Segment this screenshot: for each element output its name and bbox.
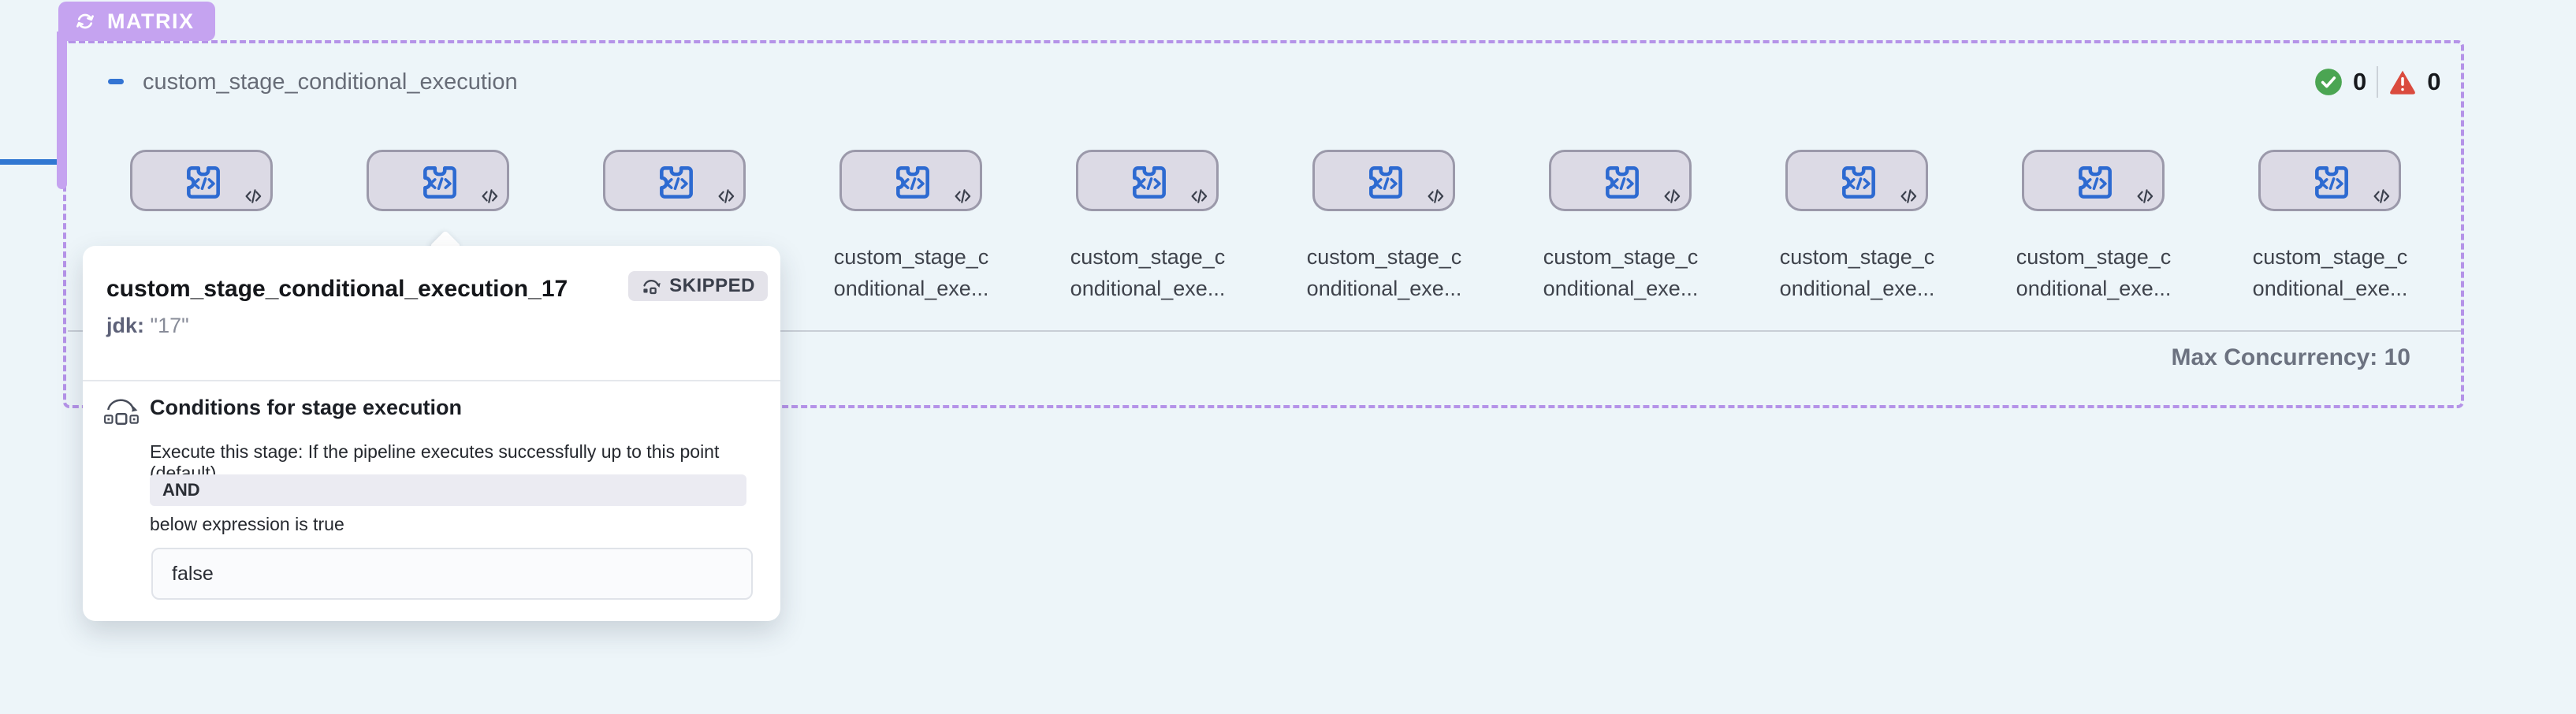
stage-node[interactable] (1549, 150, 1692, 211)
custom-stage-icon (1133, 166, 1166, 199)
code-icon (482, 189, 498, 203)
code-icon (1664, 189, 1681, 203)
matrix-border-highlight (57, 32, 67, 189)
stage-node-label: custom_stage_c onditional_exe... (1306, 245, 1462, 300)
stage-node-label: custom_stage_c onditional_exe... (1779, 245, 1935, 300)
condition-operator-label: AND (162, 480, 200, 500)
jdk-value: "17" (150, 314, 189, 337)
max-concurrency-label: Max Concurrency: 10 (2171, 344, 2410, 370)
stage-node[interactable] (130, 150, 273, 211)
status-divider (2377, 66, 2379, 98)
code-icon (718, 189, 735, 203)
stage-node[interactable] (1785, 150, 1928, 211)
warning-icon (2390, 70, 2416, 95)
success-icon (2315, 69, 2342, 95)
tooltip-stage-title: custom_stage_conditional_execution_17 (106, 276, 568, 302)
code-icon (2137, 189, 2153, 203)
conditional-execution-icon (104, 399, 139, 425)
custom-stage-icon (1369, 166, 1402, 199)
custom-stage-icon (1606, 166, 1639, 199)
stage-node[interactable] (2022, 150, 2165, 211)
stage-node-label: custom_stage_c onditional_exe... (2016, 245, 2172, 300)
stage-node[interactable] (2258, 150, 2401, 211)
code-icon (955, 189, 971, 203)
code-icon (1900, 189, 1917, 203)
skip-icon (643, 279, 661, 294)
status-badge: SKIPPED (628, 271, 768, 301)
matrix-group-title: custom_stage_conditional_execution (143, 69, 518, 95)
condition-expression: false (151, 548, 753, 600)
conditions-heading: Conditions for stage execution (150, 396, 463, 419)
jdk-key: jdk: (106, 314, 145, 337)
failed-count: 0 (2427, 68, 2441, 95)
matrix-badge[interactable]: MATRIX (58, 2, 215, 41)
stage-tooltip: custom_stage_conditional_execution_17 SK… (83, 246, 780, 621)
stage-node-label: custom_stage_c onditional_exe... (2252, 245, 2408, 300)
pipeline-connector-line (0, 159, 59, 165)
code-icon (1428, 189, 1444, 203)
code-icon (1191, 189, 1208, 203)
collapse-icon[interactable] (108, 79, 124, 84)
success-count: 0 (2353, 68, 2367, 95)
status-badge-label: SKIPPED (669, 275, 755, 296)
custom-stage-icon (2315, 166, 2348, 199)
conditions-description: Execute this stage: If the pipeline exec… (150, 441, 720, 483)
matrix-axis-value: jdk: "17" (106, 314, 189, 338)
custom-stage-icon (660, 166, 693, 199)
stage-node[interactable] (1076, 150, 1219, 211)
matrix-group-container (63, 40, 2464, 408)
stage-node[interactable] (603, 150, 746, 211)
footer-divider (68, 330, 2461, 332)
custom-stage-icon (1842, 166, 1875, 199)
stage-node[interactable] (839, 150, 982, 211)
condition-operator: AND (150, 474, 746, 506)
code-icon (2373, 189, 2390, 203)
custom-stage-icon (187, 166, 220, 199)
stage-node[interactable] (367, 150, 509, 211)
stage-node-label: custom_stage_c onditional_exe... (833, 245, 989, 300)
stage-node-label: custom_stage_c onditional_exe... (1543, 245, 1699, 300)
custom-stage-icon (2079, 166, 2112, 199)
code-icon (245, 189, 262, 203)
stage-node-label: custom_stage_c onditional_exe... (1070, 245, 1226, 300)
custom-stage-icon (896, 166, 929, 199)
status-counts: 0 0 (2314, 65, 2441, 99)
stage-node[interactable] (1312, 150, 1455, 211)
matrix-badge-label: MATRIX (107, 9, 195, 33)
tooltip-divider (83, 380, 780, 381)
loop-icon (76, 13, 94, 29)
conditions-subtext: below expression is true (150, 514, 344, 534)
custom-stage-icon (423, 166, 456, 199)
